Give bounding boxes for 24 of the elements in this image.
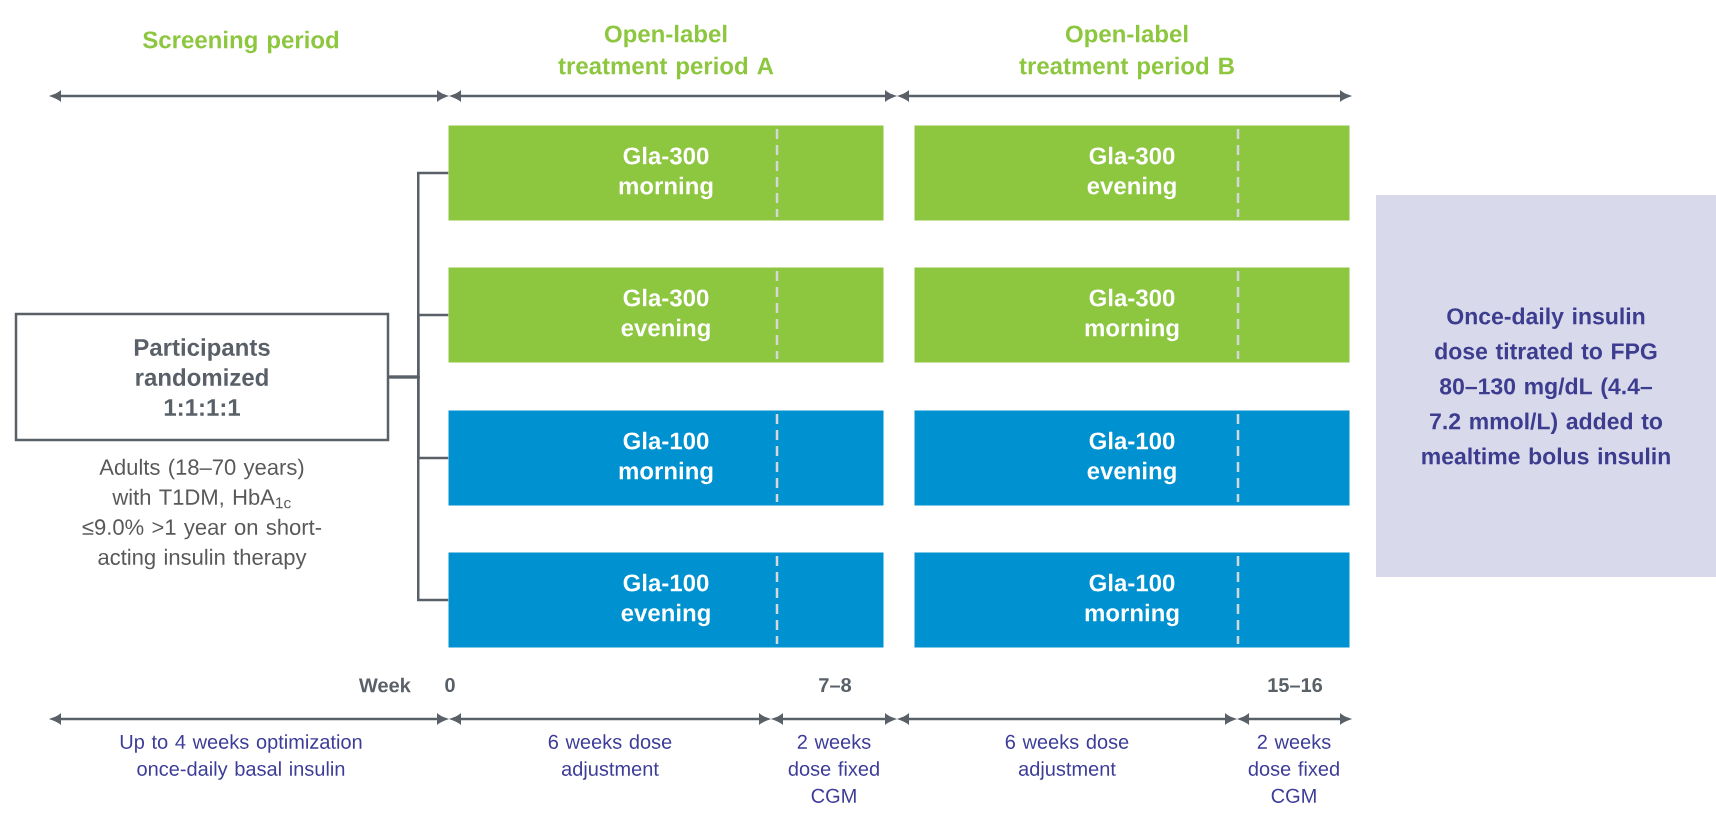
treatment-box: Gla-300 morning <box>914 267 1350 363</box>
period-heading: Open-label treatment period A <box>558 24 774 80</box>
phase-text: Up to 4 weeks optimization once-daily basal insulin <box>120 734 362 780</box>
phase-text: 2 weeks dose fixed CGM <box>788 734 879 803</box>
phase-text: 2 weeks dose fixed CGM <box>1248 734 1339 803</box>
connector-line <box>389 375 449 602</box>
note-box: Once-daily insulin dose titrated to FPG 80–130 mg/dL (4.4–7.2 mmol/L) added to mealtime bolus insulin <box>1376 195 1716 577</box>
week-number: 7–8 <box>819 677 852 693</box>
treatment-box: Gla-100 morning <box>914 552 1350 648</box>
phase-text: 6 weeks dose adjustment <box>1005 734 1129 780</box>
phase-text: 6 weeks dose adjustment <box>548 734 672 780</box>
period-heading: Open-label treatment period B <box>1019 24 1234 80</box>
week-number: 15–16 <box>1268 677 1323 693</box>
randomization-box: Participants randomized 1:1:1:1 <box>14 312 390 442</box>
week-number: 0 <box>445 677 455 693</box>
treatment-box: Gla-100 evening <box>914 410 1350 506</box>
treatment-box: Gla-300 evening <box>914 125 1350 221</box>
treatment-box: Gla-100 evening <box>448 552 884 648</box>
treatment-box: Gla-100 morning <box>448 410 884 506</box>
period-heading: Screening period <box>143 30 339 54</box>
treatment-box: Gla-300 morning <box>448 125 884 221</box>
description-text: Adults (18–70 years) with T1DM, HbA$_{1c}$ ≤9.0% >1 year on short-acting insulin therapy <box>82 458 322 570</box>
week-label: Week <box>358 677 411 693</box>
treatment-box: Gla-300 evening <box>448 267 884 363</box>
